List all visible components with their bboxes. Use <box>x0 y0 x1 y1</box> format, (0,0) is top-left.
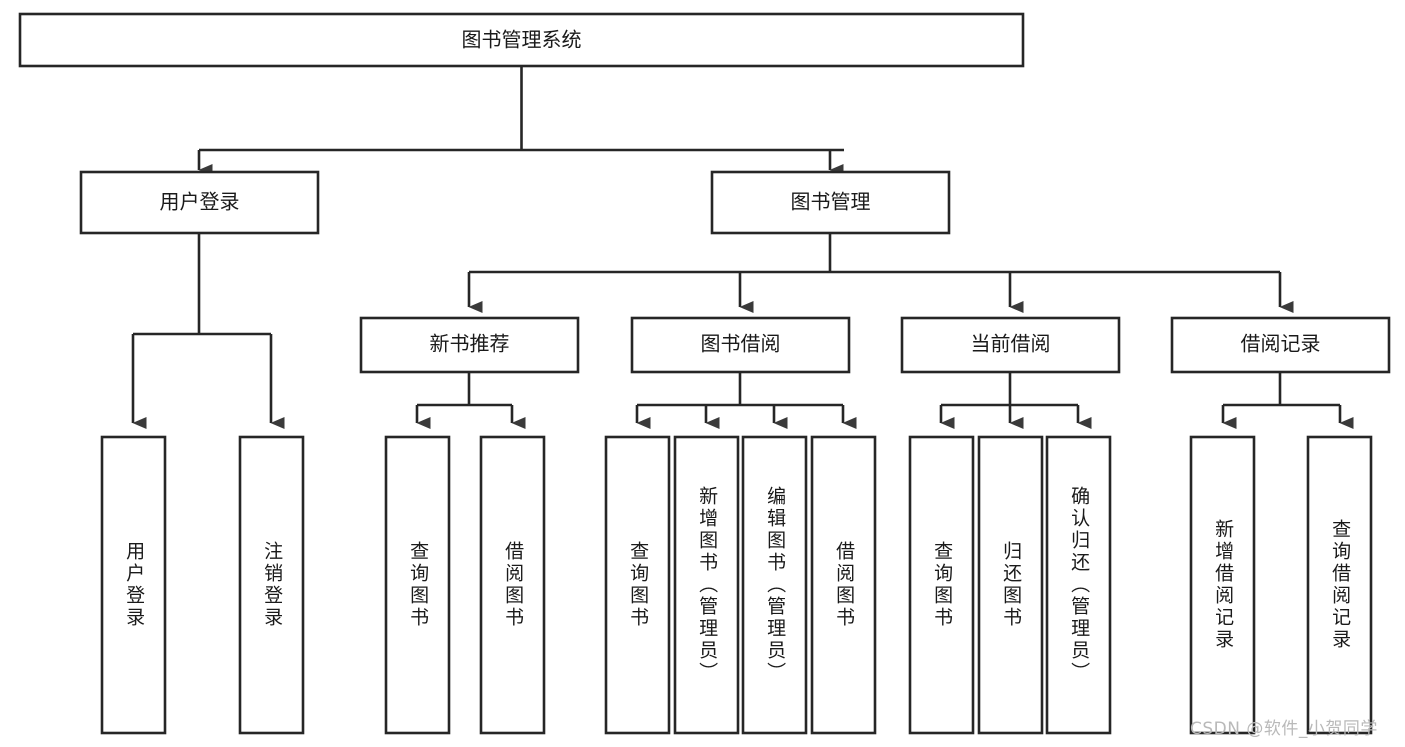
edges-layer <box>131 66 1354 429</box>
node-leaf-add-book[interactable] <box>673 435 740 735</box>
node-current-borrow[interactable]: 当前借阅 <box>900 316 1121 374</box>
node-leaf-add-record[interactable] <box>1189 435 1256 735</box>
node-book-manage[interactable]: 图书管理 <box>710 170 951 235</box>
node-leaf-query-record[interactable] <box>1306 435 1373 735</box>
node-root[interactable]: 图书管理系统 <box>18 12 1025 68</box>
node-leaf-query-book-2[interactable] <box>604 435 671 735</box>
node-leaf-edit-book[interactable] <box>741 435 808 735</box>
node-book-borrow-label: 图书借阅 <box>701 332 781 356</box>
csdn-watermark: CSDN @软件_小贺同学 <box>1190 719 1378 739</box>
node-leaf-user-login[interactable] <box>100 435 167 735</box>
node-leaf-confirm-return[interactable] <box>1045 435 1112 735</box>
node-borrow-record[interactable]: 借阅记录 <box>1170 316 1391 374</box>
node-new-book-recommend-label: 新书推荐 <box>430 332 510 356</box>
node-leaf-borrow-book-1[interactable] <box>479 435 546 735</box>
node-book-manage-label: 图书管理 <box>791 190 871 214</box>
node-leaf-user-logout[interactable] <box>238 435 305 735</box>
node-borrow-record-label: 借阅记录 <box>1241 332 1321 356</box>
node-leaf-return-book[interactable] <box>977 435 1044 735</box>
node-leaf-query-book-3[interactable] <box>908 435 975 735</box>
node-current-borrow-label: 当前借阅 <box>971 332 1051 356</box>
node-new-book-recommend[interactable]: 新书推荐 <box>359 316 580 374</box>
node-leaf-borrow-book-2[interactable] <box>810 435 877 735</box>
node-root-label: 图书管理系统 <box>462 28 582 52</box>
node-leaf-query-book-1[interactable] <box>384 435 451 735</box>
node-user-login-label: 用户登录 <box>160 190 240 214</box>
node-user-login[interactable]: 用户登录 <box>79 170 320 235</box>
node-book-borrow[interactable]: 图书借阅 <box>630 316 851 374</box>
nodes-layer: 图书管理系统 用户登录 图书管理 新书推荐 图书借阅 当前 <box>18 12 1391 735</box>
